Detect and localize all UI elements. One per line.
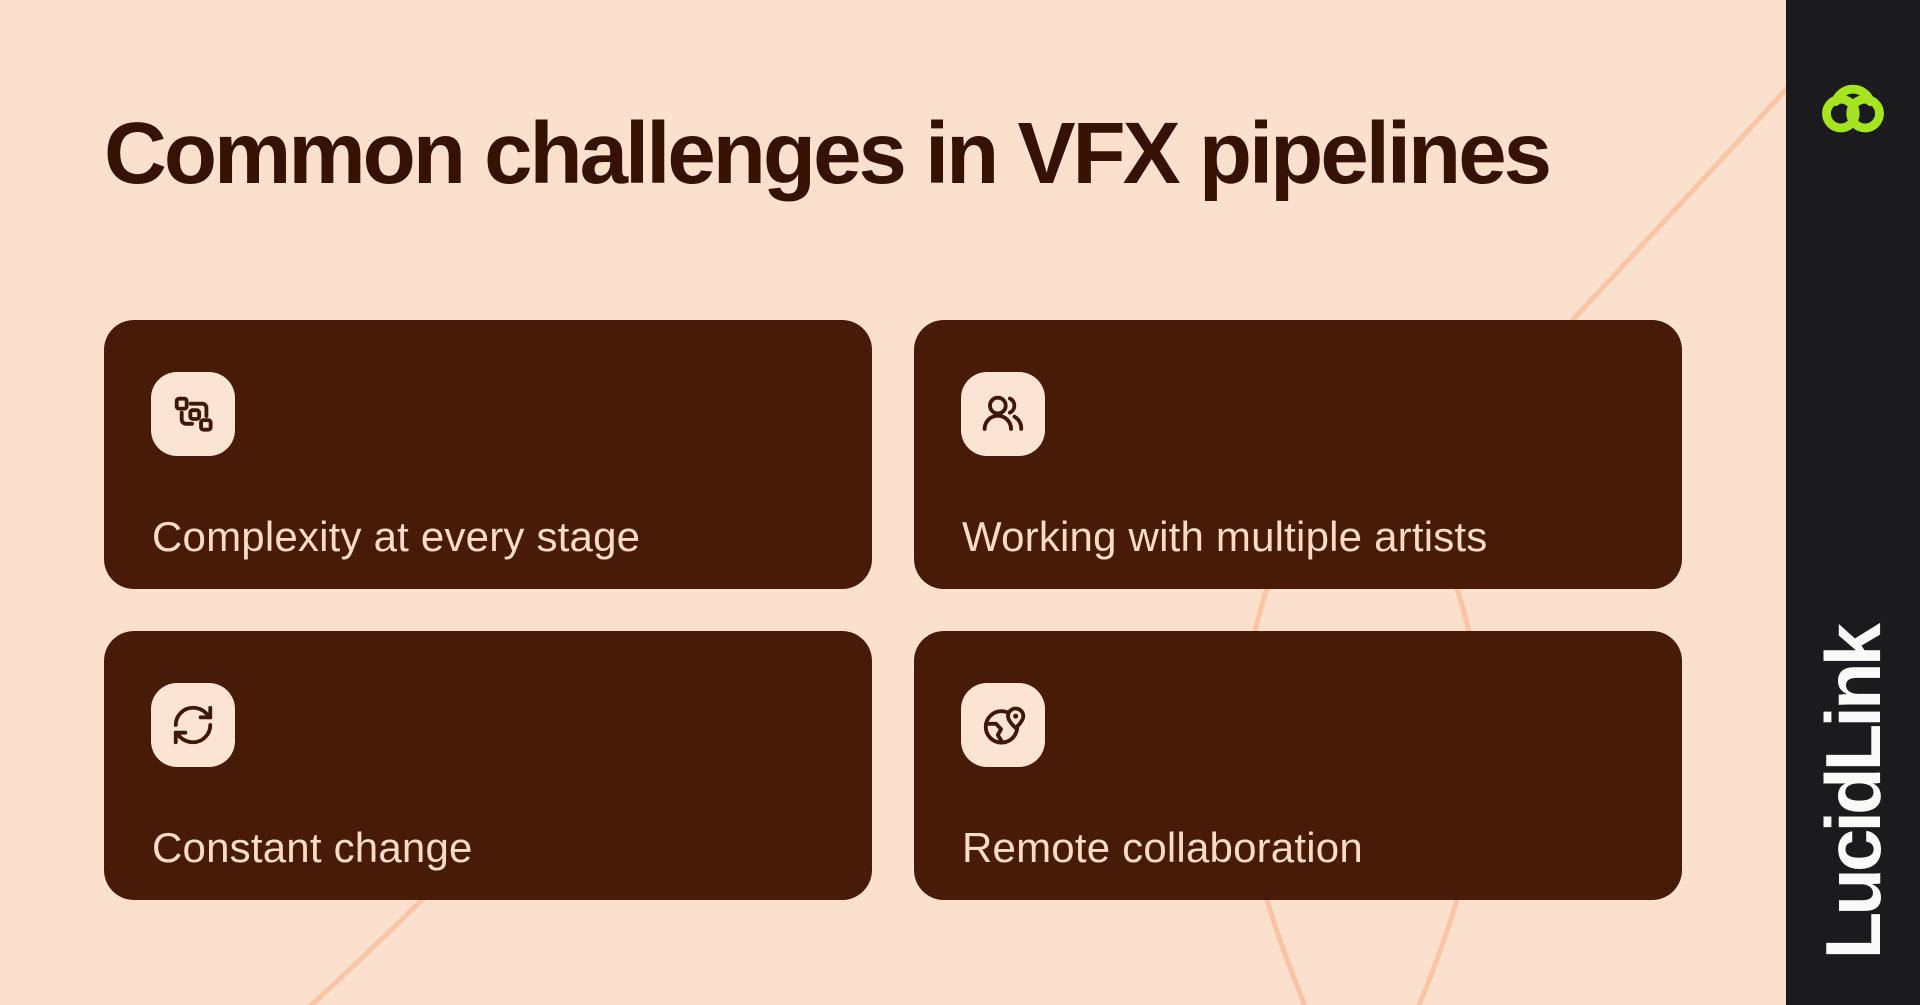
workflow-icon [174, 396, 213, 432]
brand-sidebar: LucidLink [1786, 0, 1920, 1005]
page-title: Common challenges in VFX pipelines [104, 105, 1552, 202]
card-remote-collaboration: Remote collaboration [914, 631, 1682, 900]
challenge-card-grid: Complexity at every stage Working with m… [104, 320, 1682, 900]
icon-tile [961, 683, 1045, 767]
users-icon [982, 395, 1024, 431]
slide-canvas: Common challenges in VFX pipelines Compl… [104, 85, 1786, 1005]
icon-tile [151, 683, 235, 767]
globe-pin-icon [983, 706, 1026, 745]
card-constant-change: Constant change [104, 631, 872, 900]
refresh-icon [173, 705, 213, 745]
brand-name: LucidLink [1808, 626, 1897, 959]
card-multiple-artists: Working with multiple artists [914, 320, 1682, 589]
card-label: Complexity at every stage [152, 512, 641, 560]
card-label: Working with multiple artists [962, 512, 1488, 560]
lucidlink-logo-icon [1821, 76, 1885, 134]
card-complexity: Complexity at every stage [104, 320, 872, 589]
card-label: Constant change [152, 823, 473, 871]
icon-tile [961, 372, 1045, 456]
icon-tile [151, 372, 235, 456]
card-label: Remote collaboration [962, 823, 1363, 871]
brand-name-wrap: LucidLink [1786, 627, 1920, 959]
